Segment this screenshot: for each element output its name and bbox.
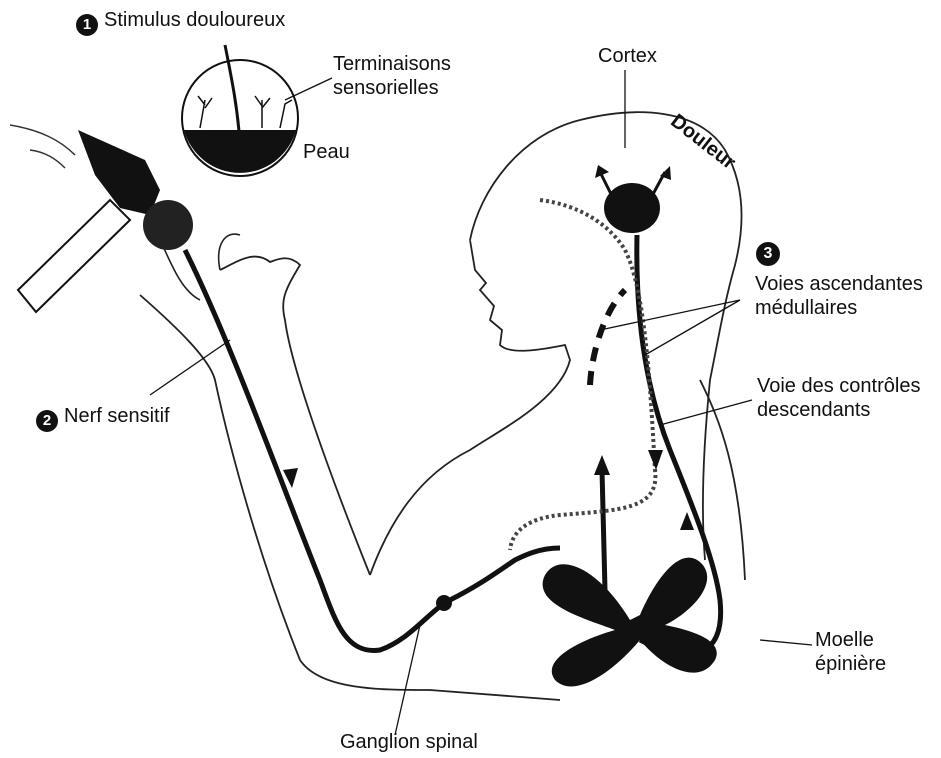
descending-control-pathway bbox=[510, 200, 655, 550]
ascending-dashed bbox=[590, 290, 625, 385]
step-1-badge: 1 bbox=[76, 14, 98, 36]
skin-inset bbox=[182, 45, 298, 176]
ascending-arrowhead-2 bbox=[680, 512, 694, 530]
spinal-ganglion bbox=[436, 595, 452, 611]
spinal-cord-section bbox=[543, 558, 717, 687]
controles-label: Voie des contrôles descendants bbox=[757, 374, 920, 422]
step-2-badge: 2 bbox=[36, 410, 58, 432]
descending-arrowhead bbox=[648, 450, 663, 470]
ganglion-label: Ganglion spinal bbox=[340, 730, 478, 754]
nerf-text: Nerf sensitif bbox=[64, 405, 170, 427]
step-3-badge: 3 bbox=[756, 242, 780, 266]
stimulus-label: 1 Stimulus douloureux bbox=[76, 8, 285, 36]
arm-outline bbox=[140, 257, 560, 700]
moelle-line2: épinière bbox=[815, 652, 886, 676]
cortex-label: Cortex bbox=[598, 44, 657, 68]
cortex-arrowheads bbox=[595, 165, 671, 180]
moelle-line1: Moelle bbox=[815, 628, 886, 652]
moelle-label: Moelle épinière bbox=[815, 628, 886, 676]
stimulus-text: Stimulus douloureux bbox=[104, 9, 285, 31]
controles-line2: descendants bbox=[757, 398, 920, 422]
hammer bbox=[10, 125, 160, 312]
ascending-arrowhead bbox=[594, 455, 610, 475]
head-torso-outline bbox=[370, 112, 742, 575]
nerf-label: 2 Nerf sensitif bbox=[36, 404, 170, 432]
sensory-nerve bbox=[185, 250, 560, 650]
terminaisons-label: Terminaisons sensorielles bbox=[333, 52, 451, 100]
voies-line2: médullaires bbox=[755, 296, 923, 320]
impact-point bbox=[143, 200, 193, 250]
terminaisons-line2: sensorielles bbox=[333, 76, 451, 100]
terminaisons-line1: Terminaisons bbox=[333, 52, 451, 76]
voies-line1: Voies ascendantes bbox=[755, 272, 923, 296]
peau-label: Peau bbox=[303, 140, 350, 164]
cortex-area bbox=[604, 183, 660, 233]
voies-label: Voies ascendantes médullaires bbox=[755, 272, 923, 320]
controles-line1: Voie des contrôles bbox=[757, 374, 920, 398]
